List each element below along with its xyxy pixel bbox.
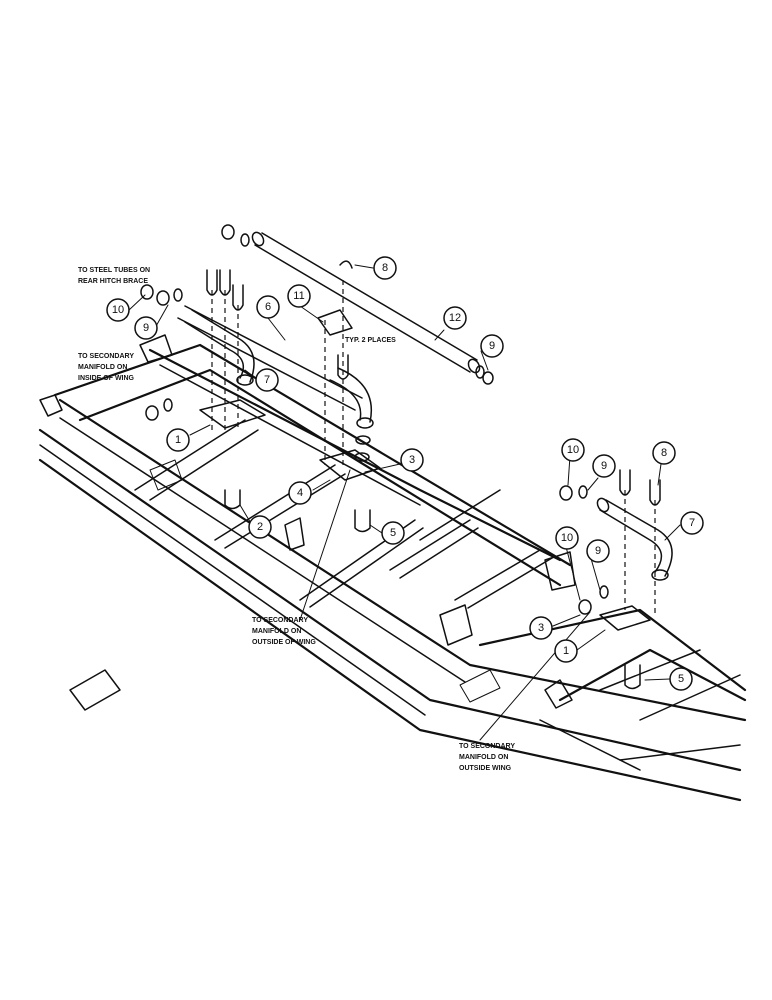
svg-text:4: 4 [297, 487, 303, 499]
svg-text:REAR HITCH BRACE: REAR HITCH BRACE [78, 278, 148, 285]
callout-8: 8 [652, 441, 676, 465]
svg-text:MANIFOLD ON: MANIFOLD ON [252, 628, 301, 635]
frame-structure [38, 334, 747, 802]
svg-text:8: 8 [661, 447, 667, 459]
svg-text:3: 3 [409, 454, 415, 466]
svg-text:OUTSIDE WING: OUTSIDE WING [459, 765, 512, 772]
svg-text:2: 2 [257, 521, 263, 533]
svg-text:10: 10 [567, 444, 579, 456]
callout-9: 9 [480, 334, 504, 358]
svg-text:9: 9 [143, 322, 149, 334]
svg-text:6: 6 [265, 301, 271, 313]
tubes-and-parts [140, 224, 673, 690]
callout-3: 3 [400, 448, 424, 472]
callout-9: 9 [586, 539, 610, 563]
callout-11: 11 [287, 284, 311, 308]
note-manifold-inside: TO SECONDARY MANIFOLD ON INSIDE OF WING [78, 353, 135, 382]
svg-text:TO SECONDARY: TO SECONDARY [78, 353, 134, 360]
callout-12: 12 [443, 306, 467, 330]
svg-text:11: 11 [293, 290, 304, 302]
note-manifold-outside-right: TO SECONDARY MANIFOLD ON OUTSIDE WING [459, 743, 515, 772]
callout-10: 10 [106, 298, 130, 322]
callout-6: 6 [256, 295, 280, 319]
svg-text:9: 9 [601, 460, 607, 472]
callout-4: 4 [288, 481, 312, 505]
svg-text:7: 7 [264, 374, 270, 386]
callout-9: 9 [134, 316, 158, 340]
svg-text:5: 5 [678, 673, 684, 685]
svg-text:1: 1 [175, 434, 181, 446]
callout-7: 7 [680, 511, 704, 535]
callout-3: 3 [529, 616, 553, 640]
svg-text:MANIFOLD ON: MANIFOLD ON [459, 754, 508, 761]
svg-text:8: 8 [382, 262, 388, 274]
callout-7: 7 [255, 368, 279, 392]
svg-text:10: 10 [112, 304, 124, 316]
svg-text:TO SECONDARY: TO SECONDARY [252, 617, 308, 624]
note-typ-places: TYP. 2 PLACES [345, 337, 396, 344]
note-manifold-outside-mid: TO SECONDARY MANIFOLD ON OUTSIDE OF WING [252, 617, 316, 646]
svg-text:INSIDE OF WING: INSIDE OF WING [78, 375, 135, 382]
svg-text:9: 9 [489, 340, 495, 352]
svg-text:10: 10 [561, 532, 573, 544]
svg-text:5: 5 [390, 527, 396, 539]
callout-10: 10 [555, 526, 579, 550]
note-steel-tubes: TO STEEL TUBES ON REAR HITCH BRACE [78, 267, 150, 285]
svg-text:12: 12 [449, 312, 461, 324]
svg-text:MANIFOLD ON: MANIFOLD ON [78, 364, 127, 371]
leader-lines [128, 264, 681, 741]
callout-1: 1 [166, 428, 190, 452]
callout-9: 9 [592, 454, 616, 478]
svg-text:TO SECONDARY: TO SECONDARY [459, 743, 515, 750]
callout-5: 5 [669, 667, 693, 691]
callout-5: 5 [381, 521, 405, 545]
svg-text:1: 1 [563, 645, 569, 657]
callout-8: 8 [373, 256, 397, 280]
callout-1: 1 [554, 639, 578, 663]
callout-2: 2 [248, 515, 272, 539]
svg-text:3: 3 [538, 622, 544, 634]
callout-10: 10 [561, 438, 585, 462]
svg-text:OUTSIDE OF WING: OUTSIDE OF WING [252, 639, 316, 646]
svg-text:TO STEEL TUBES ON: TO STEEL TUBES ON [78, 267, 150, 274]
svg-text:7: 7 [689, 517, 695, 529]
svg-text:TYP. 2 PLACES: TYP. 2 PLACES [345, 337, 396, 344]
svg-text:9: 9 [595, 545, 601, 557]
